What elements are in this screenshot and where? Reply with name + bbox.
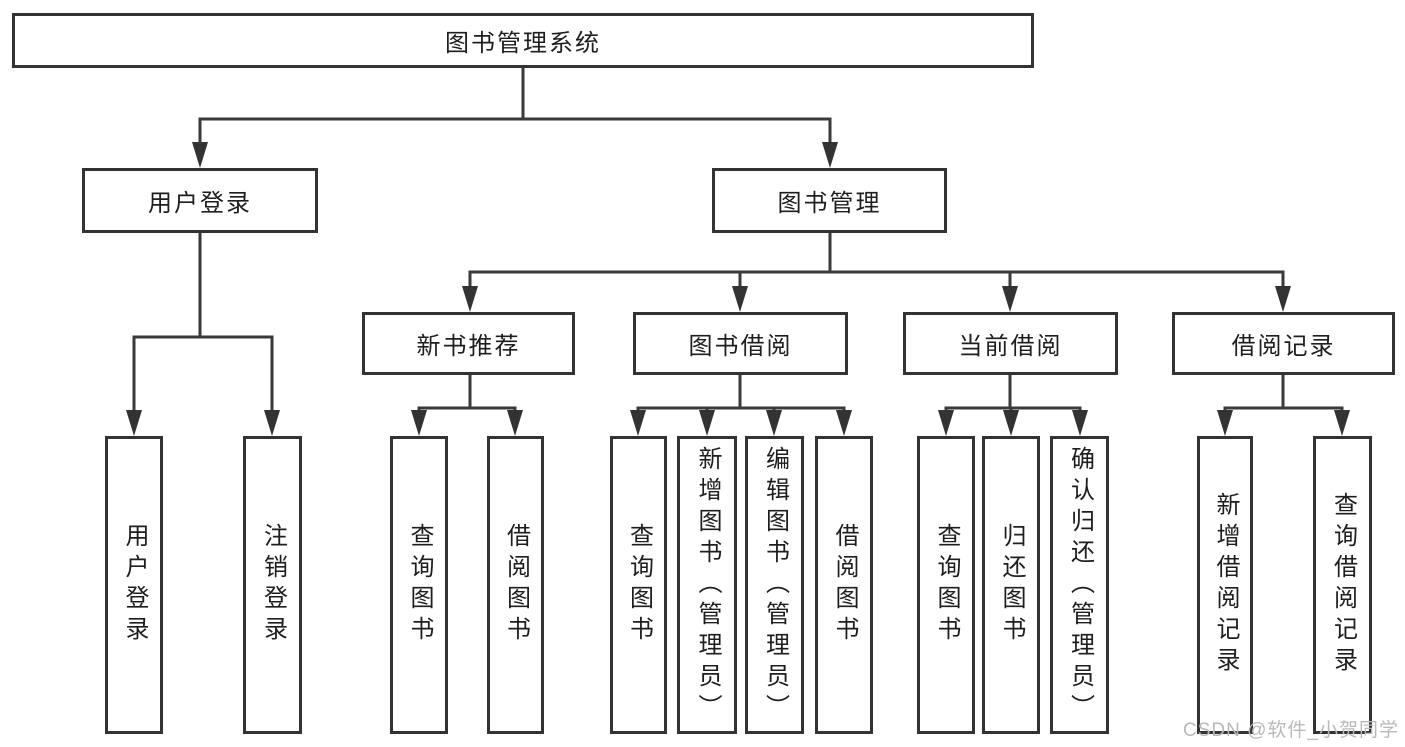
leaf-logout: 注销登录 xyxy=(243,436,302,734)
leaf-query-books-3: 查询图书 xyxy=(917,436,975,734)
node-book-borrow: 图书借阅 xyxy=(633,312,848,375)
leaf-borrow-books-1: 借阅图书 xyxy=(487,436,544,734)
leaf-confirm-return-admin: 确认归还（管理员） xyxy=(1050,436,1109,734)
leaf-query-books-2: 查询图书 xyxy=(610,436,667,734)
leaf-query-books-1: 查询图书 xyxy=(390,436,448,734)
node-borrow-records: 借阅记录 xyxy=(1172,312,1395,375)
leaf-borrow-books-2: 借阅图书 xyxy=(815,436,873,734)
node-current-borrow: 当前借阅 xyxy=(903,312,1118,375)
leaf-edit-book-admin: 编辑图书（管理员） xyxy=(745,436,804,734)
node-root: 图书管理系统 xyxy=(12,13,1034,68)
watermark: CSDN @软件_小贺同学 xyxy=(1183,720,1399,741)
leaf-add-borrow-record: 新增借阅记录 xyxy=(1197,436,1253,734)
leaf-return-book: 归还图书 xyxy=(982,436,1040,734)
node-user-login: 用户登录 xyxy=(82,168,318,233)
node-new-book-recommend: 新书推荐 xyxy=(362,312,575,375)
node-book-management: 图书管理 xyxy=(712,168,947,233)
leaf-add-book-admin: 新增图书（管理员） xyxy=(677,436,737,734)
leaf-user-login: 用户登录 xyxy=(105,436,163,734)
leaf-query-borrow-record: 查询借阅记录 xyxy=(1313,436,1372,734)
